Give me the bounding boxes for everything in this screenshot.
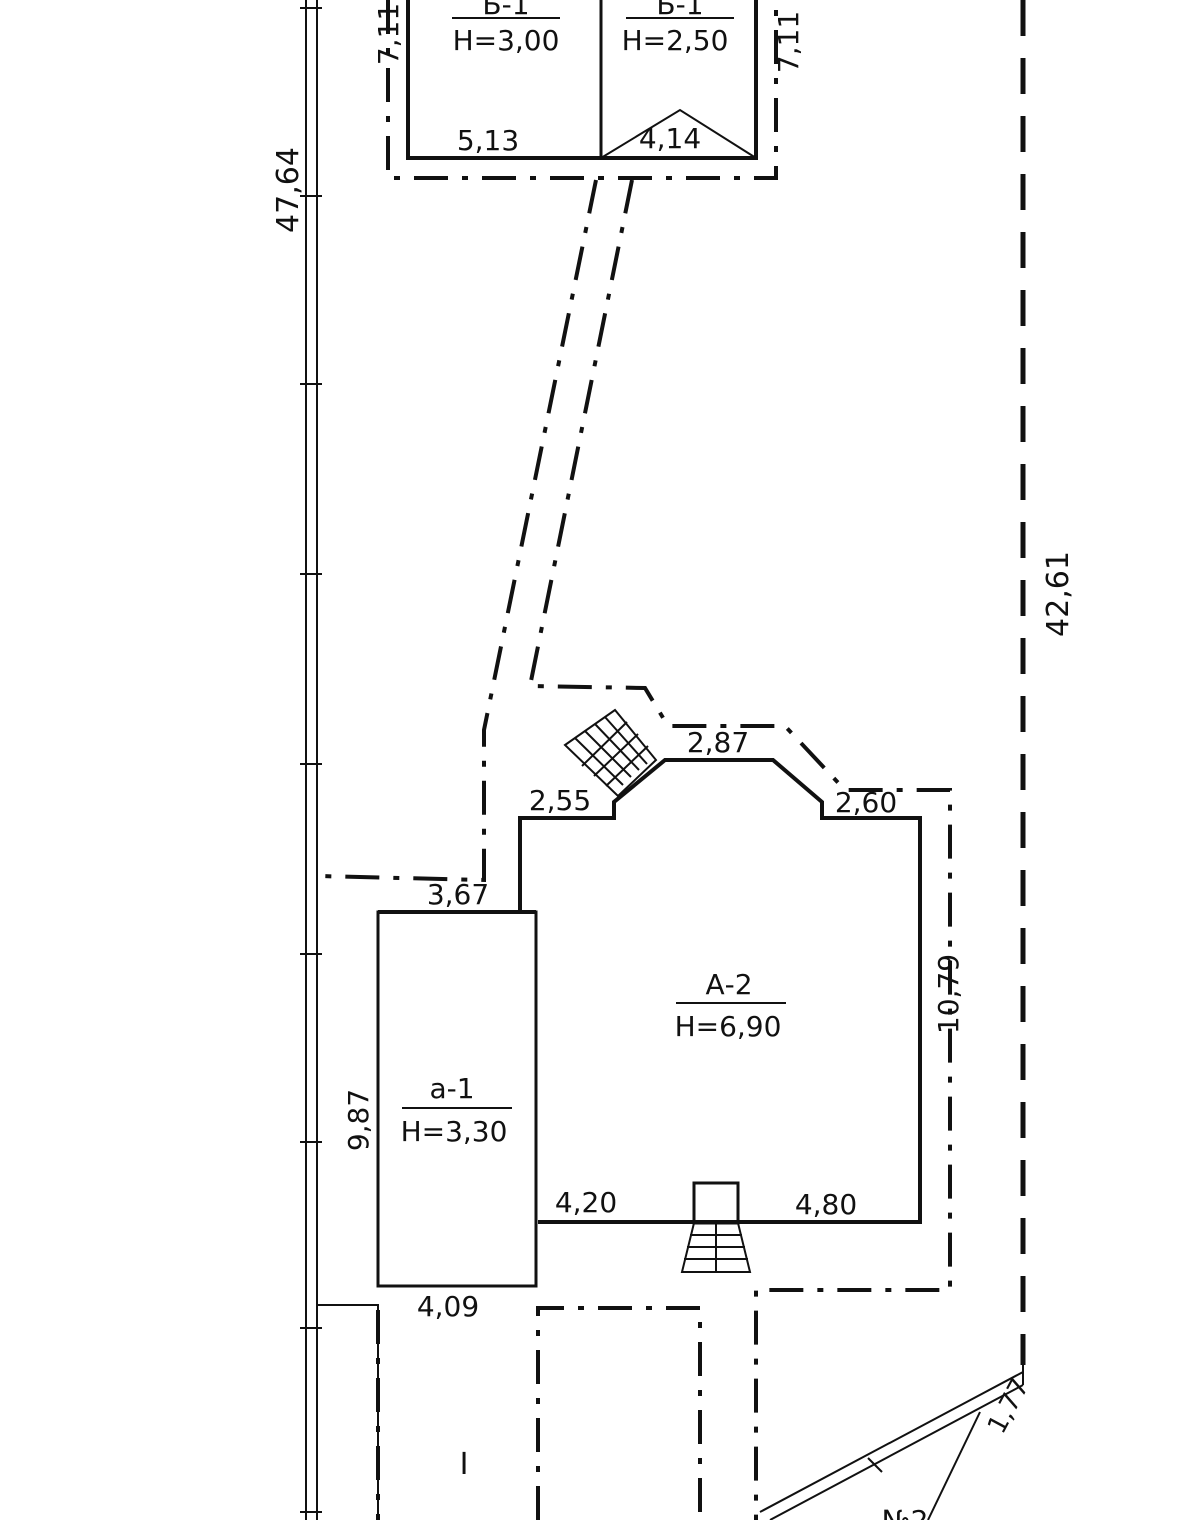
dim-10-79: 10,79 — [932, 954, 965, 1034]
building-a2-name: А-2 — [705, 968, 752, 1001]
building-a2-height: H=6,90 — [675, 1010, 782, 1043]
dim-2-87: 2,87 — [687, 726, 749, 759]
dim-4-14: 4,14 — [639, 122, 701, 155]
dim-5-13: 5,13 — [457, 124, 519, 157]
stairs-upper-icon — [563, 708, 658, 798]
dim-7-11-left: 7,11 — [372, 3, 405, 65]
plot-marker-one: I — [460, 1447, 469, 1482]
top-plot-boundary — [386, 0, 778, 180]
dim-2-55: 2,55 — [529, 784, 591, 817]
dim-47-64: 47,64 — [271, 147, 306, 233]
building-a2-outline — [518, 758, 922, 1224]
dim-9-87: 9,87 — [342, 1089, 375, 1151]
building-b2-name: Б-1 — [656, 0, 703, 21]
dim-42-61: 42,61 — [1041, 551, 1076, 637]
neighbour-line — [759, 1365, 1024, 1520]
dim-2-60: 2,60 — [835, 786, 897, 819]
bottom-plot-boundary — [318, 1304, 702, 1520]
building-a1-name: а-1 — [429, 1072, 474, 1105]
building-b1-outline — [406, 0, 758, 160]
building-a1-outline — [376, 910, 538, 1288]
dim-7-11-right: 7,11 — [772, 11, 805, 73]
passage-boundary — [317, 179, 952, 1520]
neighbour-number: №2 — [882, 1504, 929, 1520]
building-a1-height: H=3,30 — [401, 1115, 508, 1148]
dim-4-09: 4,09 — [417, 1290, 479, 1323]
building-b1-name: Б-1 — [482, 0, 529, 21]
stairs-entrance-icon — [680, 1181, 752, 1273]
dim-4-80: 4,80 — [795, 1188, 857, 1221]
dim-3-67: 3,67 — [427, 878, 489, 911]
building-b1-height: H=3,00 — [453, 24, 560, 57]
dim-4-20: 4,20 — [555, 1186, 617, 1219]
dim-1-77: 1,77 — [982, 1374, 1036, 1439]
building-b2-height: H=2,50 — [622, 24, 729, 57]
left-boundary-line — [300, 0, 322, 1520]
